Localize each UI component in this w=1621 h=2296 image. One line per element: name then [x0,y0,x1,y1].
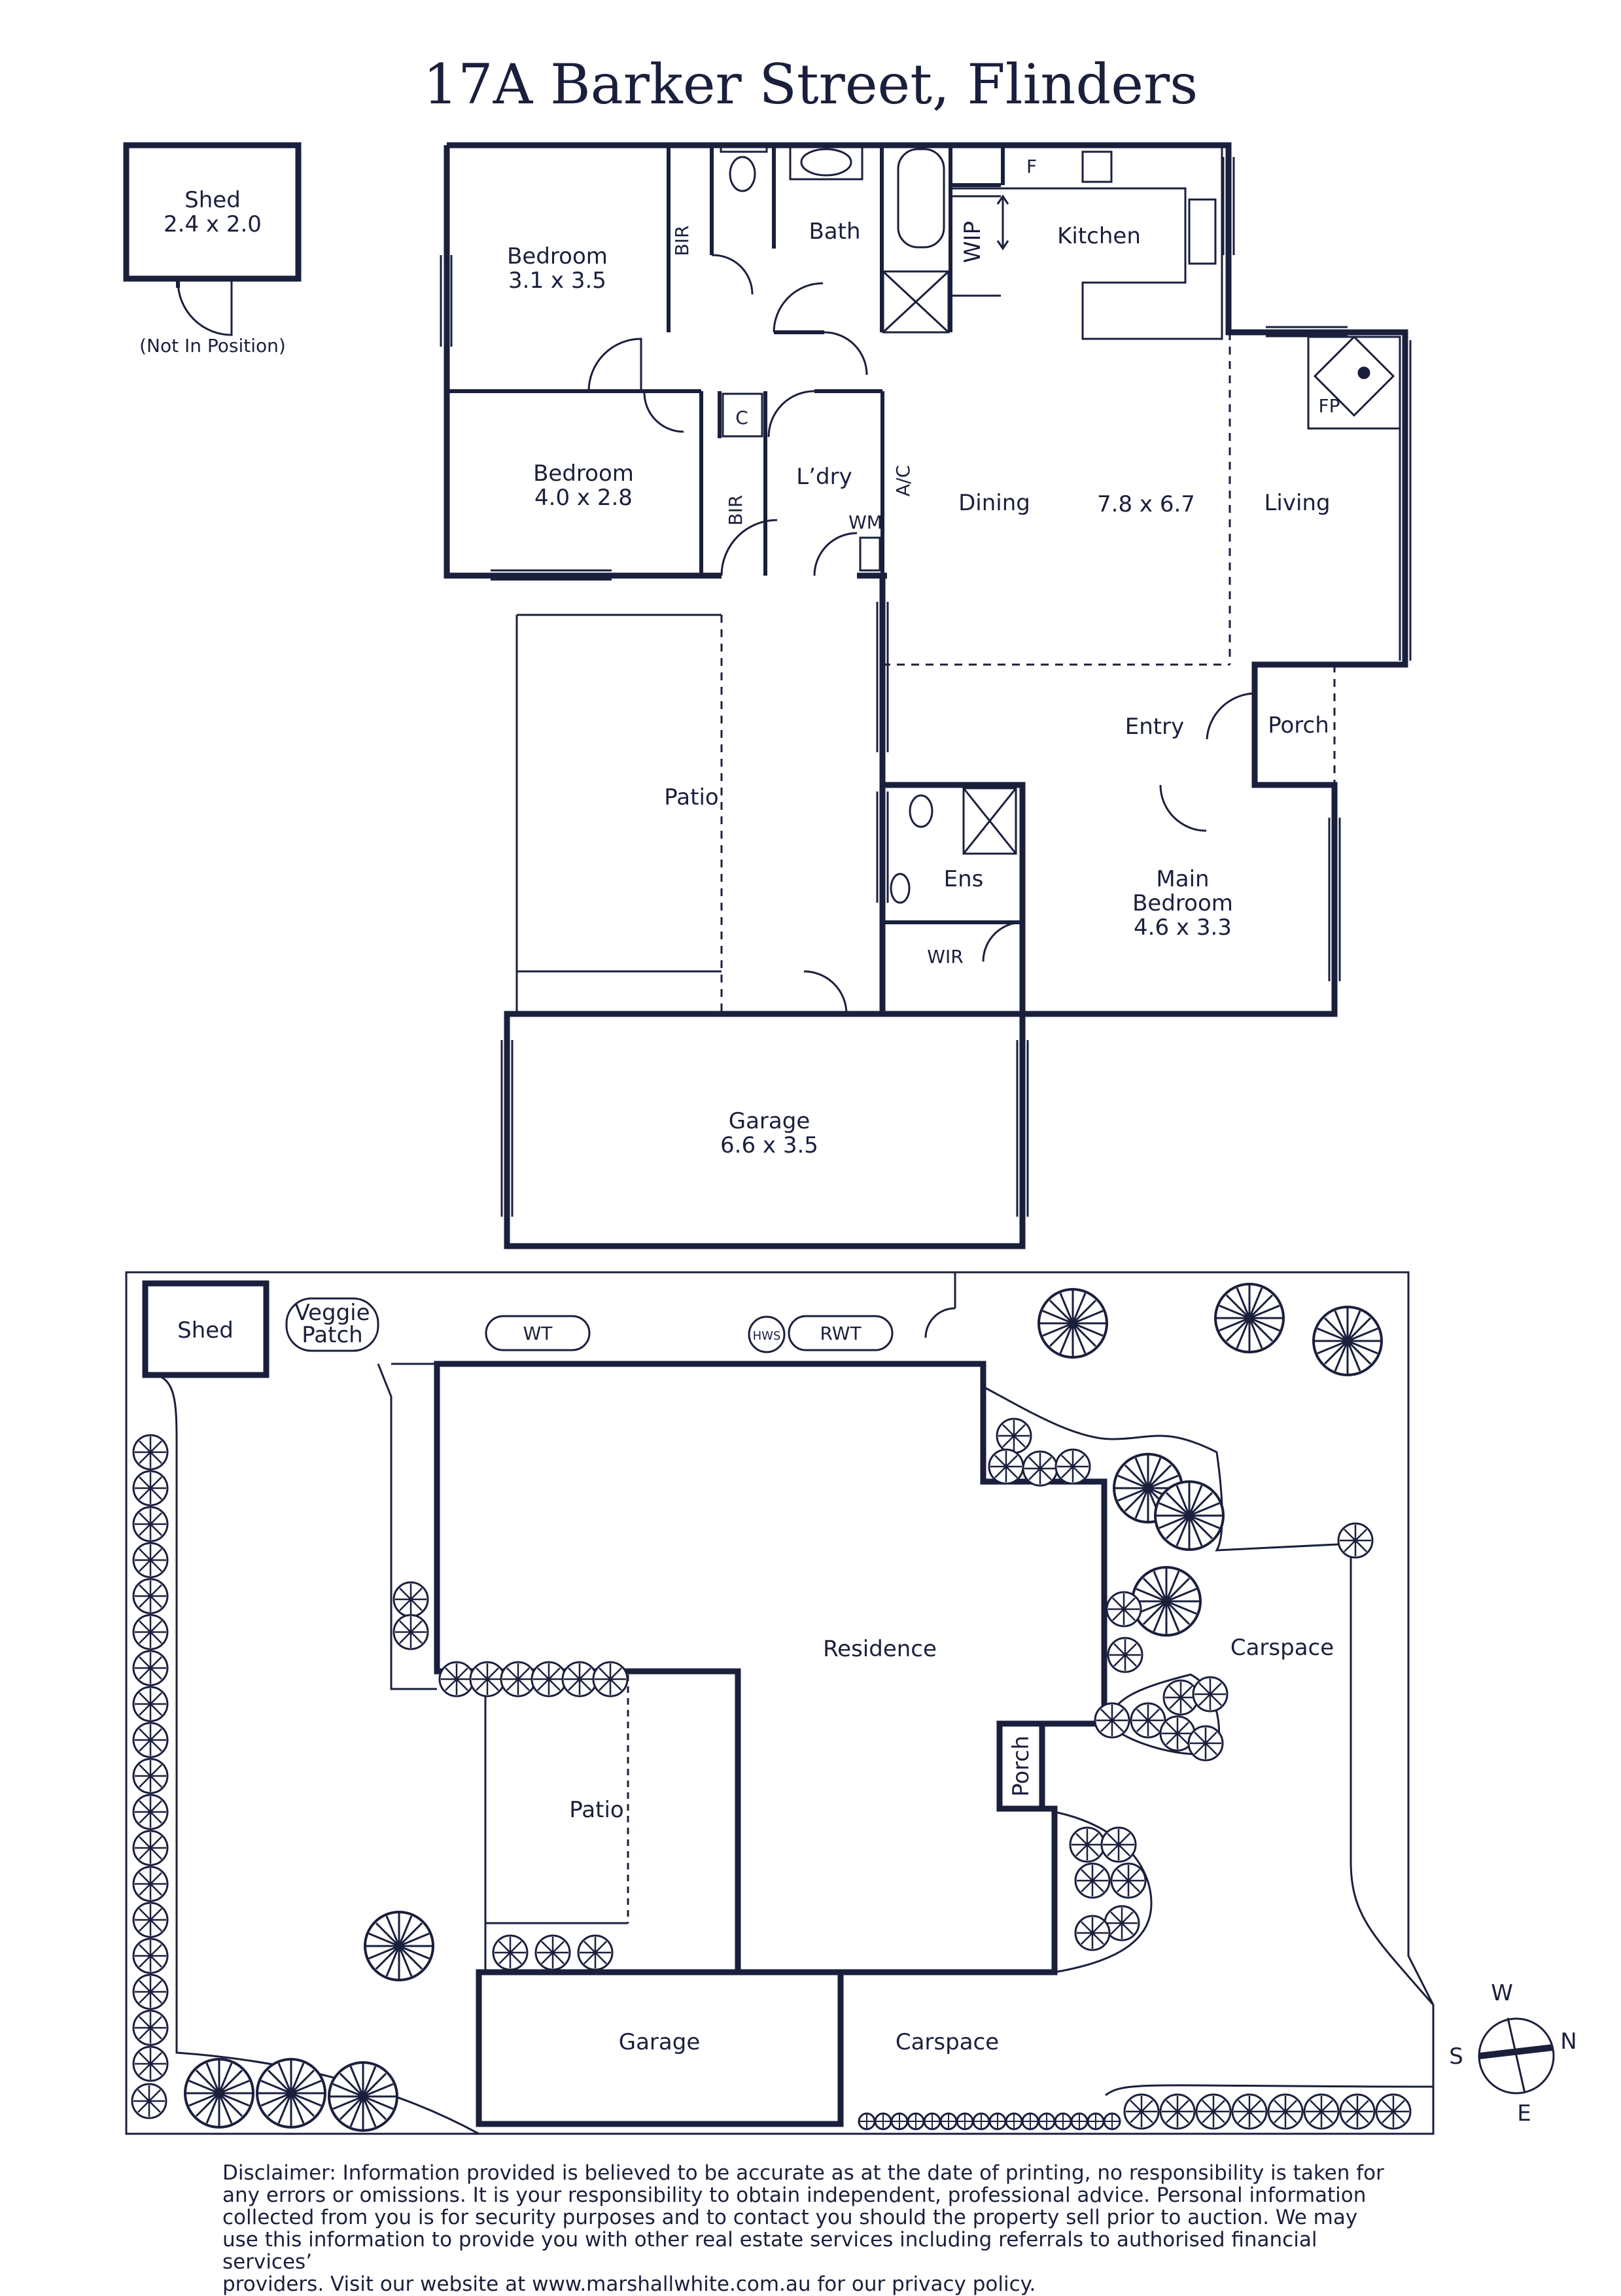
sink [1081,150,1113,183]
disclaimer-line-3: collected from you is for security purpo… [222,2206,1358,2229]
dining-label: Dining [958,490,1030,516]
fridge-label: F [1026,156,1037,177]
windows [440,157,1412,981]
disclaimer-line-4: use this information to provide you with… [222,2228,1317,2274]
dashed-divisions [720,332,1336,1014]
site-porch [996,1720,1045,1812]
bath-label: Bath [809,218,860,245]
living-size: 7.8 x 6.7 [1097,491,1195,517]
shed-size: 2.4 x 2.0 [164,211,262,237]
bedroom-1-label: Bedroom [507,243,608,270]
patio-label: Patio [664,784,718,810]
site-boundary [125,1271,1435,2135]
water-tank [485,1315,591,1351]
site-shed [142,1280,270,1378]
garage-doors [500,1040,1029,1217]
wm-label: WM [848,512,882,533]
veggie-label-2: Patch [302,1322,362,1348]
cupboard-label: C [735,407,748,428]
veggie-patch [285,1297,379,1352]
disclaimer: Disclaimer: Information provided is beli… [222,2162,1413,2295]
porch-label: Porch [1268,712,1329,739]
interior-walls [447,145,1257,1014]
main-bedroom-label-2: Bedroom [1132,890,1233,916]
ensuite-label: Ens [944,866,984,892]
carspace-right-label: Carspace [1230,1635,1334,1661]
garage-size: 6.6 x 3.5 [720,1132,818,1158]
compass [1478,2017,1555,2095]
wip-label: WIP [960,221,986,263]
kitchen-label: Kitchen [1057,223,1141,249]
site-labels: Shed Veggie Patch WT HWS RWT Residence C… [177,1300,1577,2127]
rwt-label: RWT [820,1323,862,1344]
site-shed-label: Shed [177,1317,234,1344]
carspace-bottom-boundary [841,1811,1434,2096]
wt-label: WT [523,1323,553,1344]
wir-label: WIR [927,946,963,967]
wip-shelves [952,195,1001,297]
compass-north: N [1560,2028,1577,2055]
bedroom-2-size: 4.0 x 2.8 [534,485,633,511]
bir-1-label: BIR [671,226,693,256]
room-labels: Shed 2.4 x 2.0 (Not In Position) Bedroom… [139,156,1340,1158]
kitchen-bench [952,145,1223,340]
veggie-label-1: Veggie [294,1300,370,1326]
disclaimer-line-2: any errors or omissions. It is your resp… [222,2183,1367,2207]
compass-south: S [1449,2044,1463,2070]
fireplace-label: FP [1319,395,1340,417]
shed-note: (Not In Position) [139,335,286,357]
disclaimer-line-1: Disclaimer: Information provided is beli… [222,2161,1384,2185]
house-plan [123,142,1412,1249]
compass-east: E [1517,2100,1531,2127]
bedroom-1-size: 3.1 x 3.5 [508,268,606,294]
residence-label: Residence [823,1636,937,1662]
vegetation [131,1283,1412,2132]
site-garage [476,1969,844,2127]
bathroom-fixtures [720,144,1017,904]
bedroom-2-label: Bedroom [533,461,634,487]
hws-label: HWS [753,1329,781,1343]
site-porch-label: Porch [1008,1735,1034,1797]
disclaimer-line-5: providers. Visit our website at www.mars… [222,2272,1036,2296]
carspace-bottom-label: Carspace [896,2029,999,2055]
garage-label: Garage [729,1108,811,1134]
site-garage-label: Garage [619,2029,701,2055]
rain-water-tank [788,1315,894,1351]
living-label: Living [1264,490,1330,516]
shed-outline [123,142,302,336]
patio-outline [515,614,722,1014]
page-title: 17A Barker Street, Flinders [423,52,1198,116]
wip-arrow [996,194,1009,251]
shed-label: Shed [184,187,241,213]
main-bedroom-size: 4.6 x 3.3 [1134,914,1232,941]
site-patio-label: Patio [569,1797,623,1823]
main-bedroom-label-1: Main [1156,866,1209,892]
hot-water-system [748,1315,786,1353]
laundry-label: L’dry [796,464,852,490]
ac-label: A/C [892,465,914,496]
entry-label: Entry [1125,714,1184,740]
cooktop [1188,198,1217,265]
site-plan [125,1271,1555,2135]
left-garden-bed [145,1372,479,2135]
door-swings [587,254,1255,1015]
bir-2-label: BIR [725,495,746,526]
compass-west: W [1491,1980,1513,2006]
